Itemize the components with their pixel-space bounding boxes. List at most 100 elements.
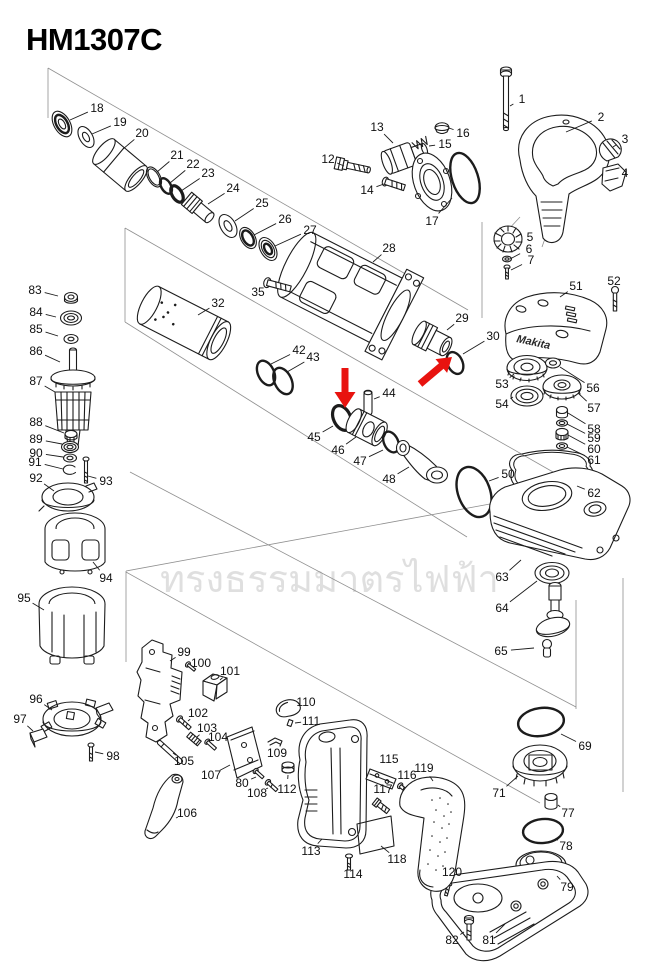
part-102-screw (176, 715, 192, 731)
part-1-bolt (499, 66, 513, 132)
part-19-washer (77, 125, 95, 149)
model-title: HM1307C (26, 22, 163, 57)
part-117-bolt (371, 797, 391, 815)
leader-line-42 (270, 354, 291, 365)
part-label-18: 18 (90, 101, 104, 115)
part-label-56: 56 (586, 381, 600, 395)
part-15-spring (411, 135, 428, 150)
leader-line-62 (576, 485, 585, 490)
part-label-113: 113 (301, 844, 321, 858)
part-label-106: 106 (176, 806, 198, 820)
part-label-62: 62 (587, 486, 601, 500)
part-label-82: 82 (445, 933, 459, 947)
leader-line-79 (556, 875, 561, 880)
leader-line-93 (87, 475, 97, 479)
part-46-piston (345, 408, 388, 447)
part-87-armature (54, 391, 92, 447)
leader-line-107 (219, 764, 231, 771)
part-label-104: 104 (207, 730, 229, 744)
part-label-107: 107 (200, 768, 222, 782)
part-label-23: 23 (201, 166, 215, 180)
part-label-32: 32 (211, 296, 225, 310)
part-label-80: 80 (235, 776, 249, 790)
part-52-screw (610, 285, 620, 312)
part-95-motor-housing (38, 586, 106, 665)
part-label-109: 109 (266, 746, 288, 760)
part-63-crankcase (489, 467, 631, 561)
leader-line-7 (510, 264, 523, 271)
part-16-cap (434, 122, 450, 135)
part-label-69: 69 (578, 739, 592, 753)
part-label-115: 115 (379, 752, 399, 766)
part-114-screw (344, 853, 354, 871)
part-58-sleeve (555, 405, 569, 419)
part-89-bearing (60, 440, 80, 454)
part-label-35: 35 (251, 285, 265, 299)
leader-line-28 (372, 254, 382, 263)
part-90-washer (62, 453, 78, 463)
leader-line-2 (565, 120, 592, 133)
part-label-91: 91 (28, 455, 42, 469)
part-label-29: 29 (455, 311, 469, 325)
part-label-22: 22 (186, 157, 200, 171)
part-94-stator (44, 512, 106, 575)
part-label-13: 13 (370, 120, 384, 134)
leader-line-44 (373, 396, 380, 400)
part-label-79: 79 (560, 880, 574, 894)
leader-line-78 (555, 838, 559, 841)
part-111-pin (286, 718, 294, 728)
part-96-brush-holder-ring (40, 698, 107, 737)
part-57-gear (542, 374, 582, 401)
part-label-89: 89 (29, 432, 43, 446)
part-64-bearing (534, 561, 570, 585)
leader-line-1 (509, 103, 514, 107)
part-label-63: 63 (495, 570, 509, 584)
part-115-plate (365, 768, 397, 790)
part-label-12: 12 (321, 152, 335, 166)
part-50-o-ring (455, 465, 493, 519)
leader-line-65 (510, 647, 535, 651)
leader-line-54 (510, 396, 514, 400)
leader-line-106 (175, 816, 179, 819)
part-label-24: 24 (226, 181, 240, 195)
leader-line-97 (27, 725, 34, 732)
part-32-cylinder (136, 285, 232, 361)
leader-line-14 (376, 183, 385, 188)
part-label-5: 5 (526, 230, 534, 244)
part-label-52: 52 (607, 274, 621, 288)
part-label-112: 112 (277, 782, 297, 796)
part-label-97: 97 (13, 712, 27, 726)
leader-line-24 (207, 193, 225, 205)
leader-line-23 (180, 178, 200, 192)
leader-line-6 (509, 253, 521, 260)
leader-line-25 (234, 208, 254, 222)
part-label-19: 19 (113, 115, 127, 129)
part-42-o-ring (255, 359, 277, 387)
part-label-83: 83 (28, 283, 42, 297)
part-6-washer (501, 255, 513, 263)
part-label-28: 28 (382, 241, 396, 255)
part-label-20: 20 (135, 126, 149, 140)
part-13-valve-assembly (380, 142, 453, 212)
part-label-15: 15 (438, 137, 452, 151)
part-label-85: 85 (29, 322, 43, 336)
leader-line-82 (460, 931, 465, 935)
part-48-connecting-rod (395, 439, 449, 484)
part-18-bearing (51, 110, 73, 138)
part-20-sleeve (92, 138, 148, 192)
part-label-117: 117 (373, 782, 393, 796)
leader-line-77 (557, 804, 561, 808)
leader-line-80 (251, 776, 257, 780)
leader-line-89 (45, 440, 63, 445)
part-3-grip-piece (598, 138, 622, 162)
leader-line-94 (92, 561, 101, 571)
part-44-pin (363, 389, 373, 416)
leader-line-29 (446, 323, 455, 331)
part-label-90: 90 (29, 446, 43, 460)
leader-line-105 (172, 752, 177, 756)
part-78-o-ring (521, 817, 565, 845)
part-82-bolt (463, 914, 475, 941)
leader-line-15 (428, 144, 436, 147)
part-label-103: 103 (196, 721, 218, 735)
